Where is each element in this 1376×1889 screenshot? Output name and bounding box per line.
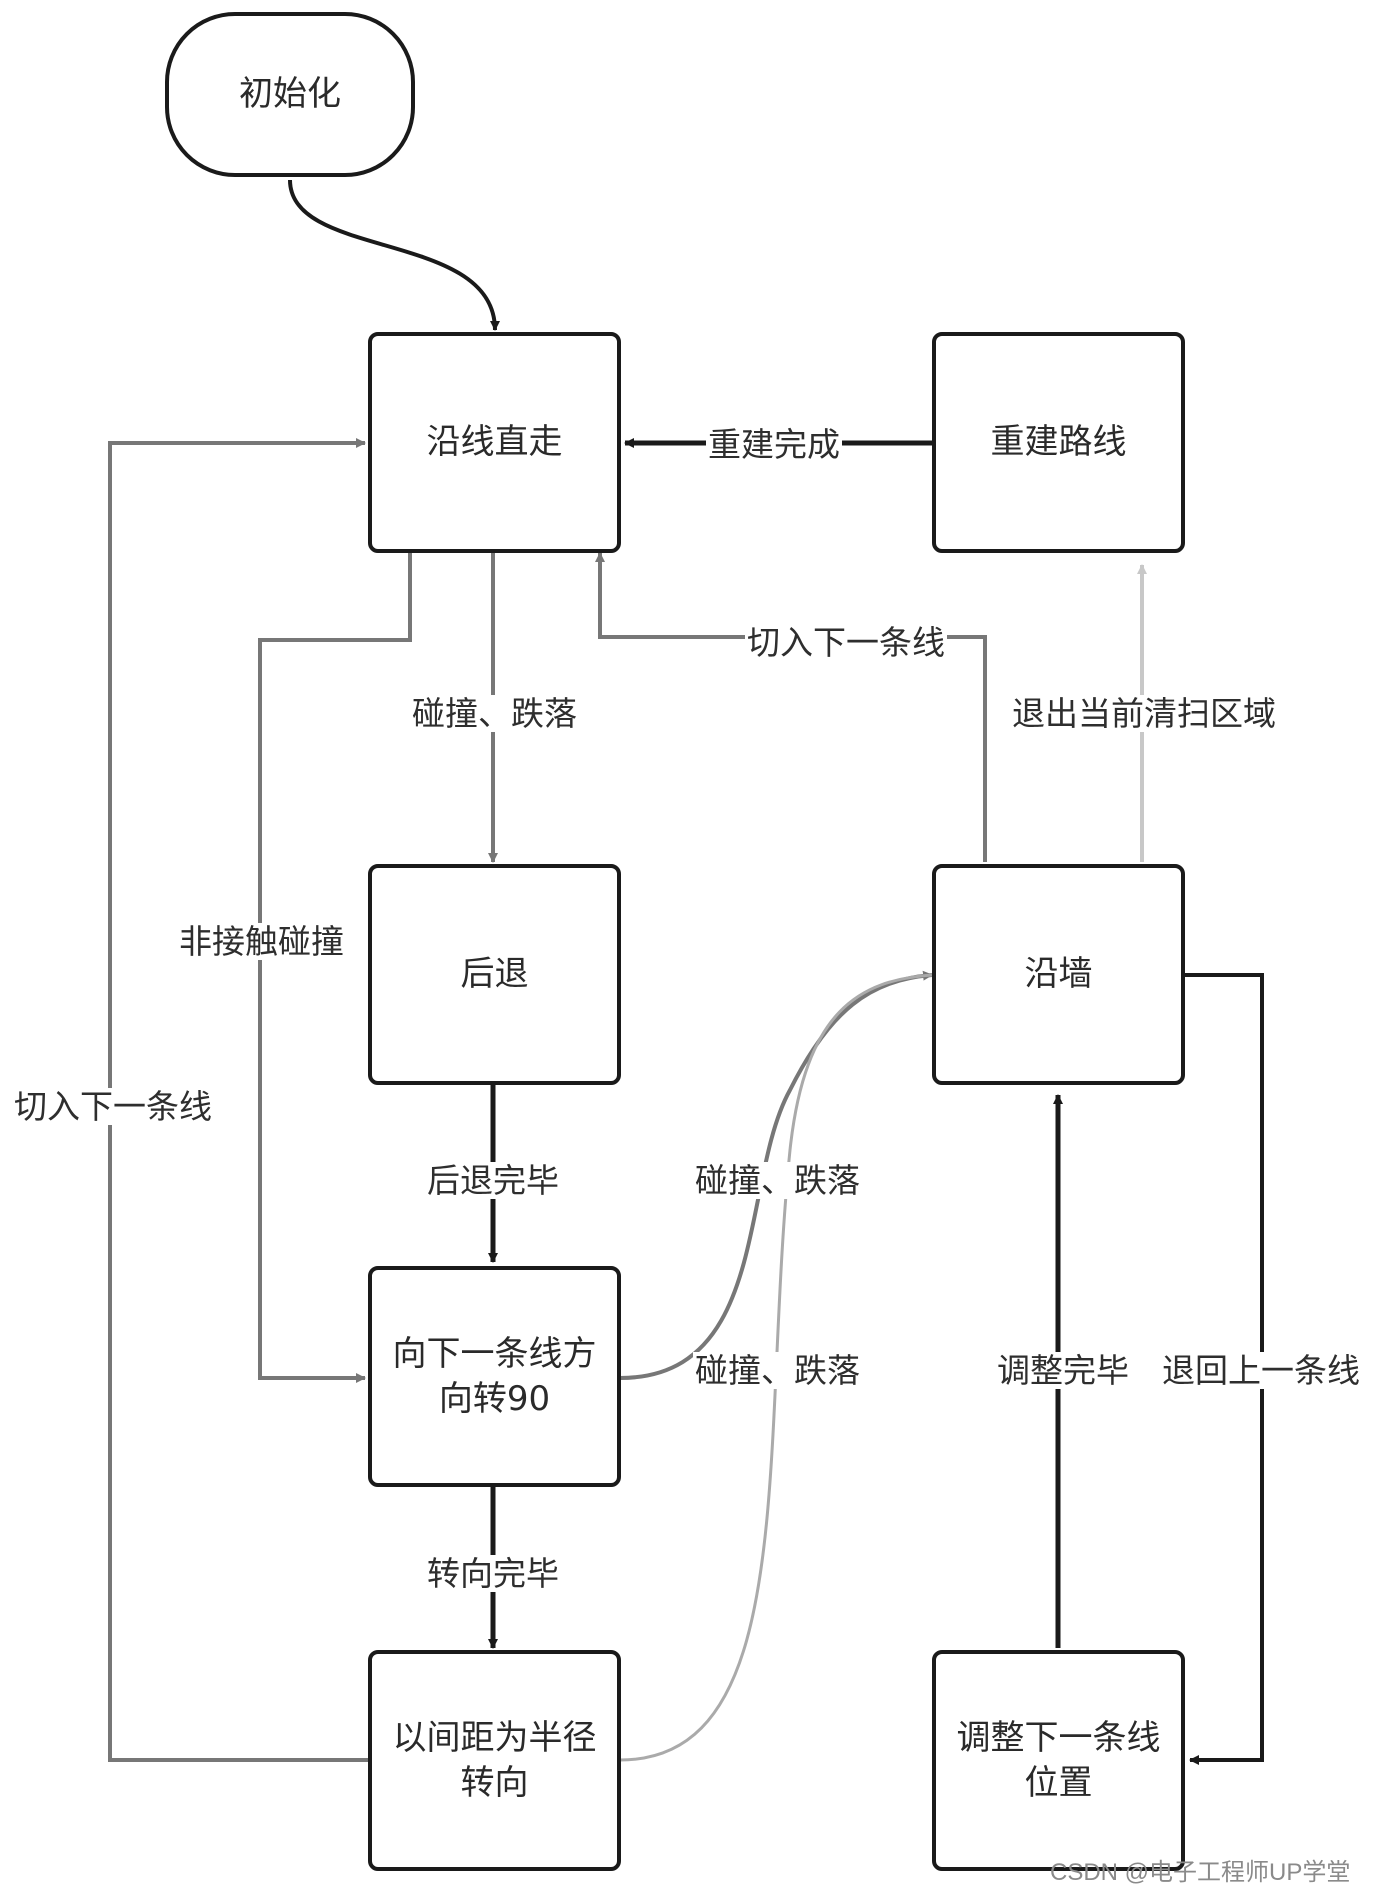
edge-turn90-to-wall <box>619 970 933 1380</box>
edge-non-contact-collision <box>258 553 412 1383</box>
node-adjust-next: 调整下一条线 位置 <box>932 1650 1185 1871</box>
label-back-prev-line: 退回上一条线 <box>1160 1351 1362 1390</box>
edge-wall-to-straight <box>595 552 987 862</box>
node-init: 初始化 <box>165 12 415 177</box>
node-radius-turn: 以间距为半径 转向 <box>368 1650 621 1871</box>
node-wall-follow: 沿墙 <box>932 864 1185 1085</box>
node-turn90: 向下一条线方 向转90 <box>368 1266 621 1487</box>
edge-init-to-straight <box>288 179 500 331</box>
node-straight: 沿线直走 <box>368 332 621 553</box>
label-cut-next-line-left: 切入下一条线 <box>12 1087 214 1126</box>
label-non-contact-collision: 非接触碰撞 <box>177 922 346 961</box>
watermark: CSDN @电子工程师UP学堂 <box>1050 1859 1351 1886</box>
node-backward: 后退 <box>368 864 621 1085</box>
label-cut-next-line-top: 切入下一条线 <box>745 623 947 662</box>
label-rebuild-done: 重建完成 <box>706 425 842 464</box>
edge-radius-to-wall <box>619 973 933 1762</box>
label-turn-done: 转向完毕 <box>425 1554 561 1593</box>
label-backward-done: 后退完毕 <box>425 1161 561 1200</box>
label-collision-fall-1: 碰撞、跌落 <box>410 694 579 733</box>
label-collision-fall-3: 碰撞、跌落 <box>693 1351 862 1390</box>
label-collision-fall-2: 碰撞、跌落 <box>693 1161 862 1200</box>
label-exit-area: 退出当前清扫区域 <box>1010 694 1278 733</box>
label-adjust-done: 调整完毕 <box>995 1351 1131 1390</box>
node-rebuild-route: 重建路线 <box>932 332 1185 553</box>
